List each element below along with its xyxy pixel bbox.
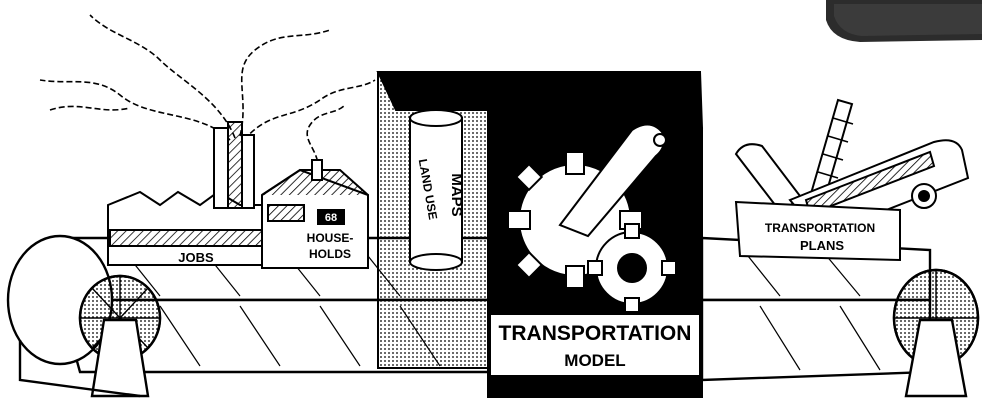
maps-label: MAPS bbox=[448, 173, 465, 216]
lever-arm bbox=[558, 123, 665, 238]
households-label-line2: HOLDS bbox=[309, 247, 351, 261]
house-number: 68 bbox=[325, 212, 337, 224]
plans-label-line1: TRANSPORTATION bbox=[765, 221, 875, 235]
transportation-model-box: TRANSPORTATION MODEL bbox=[376, 71, 704, 398]
households-house: 68 HOUSE- HOLDS bbox=[261, 159, 369, 269]
jobs-label: JOBS bbox=[178, 250, 214, 265]
right-conveyor bbox=[700, 236, 980, 398]
model-label-line1: TRANSPORTATION bbox=[499, 322, 692, 345]
dark-device-corner bbox=[826, 0, 982, 42]
households-label-line1: HOUSE- bbox=[307, 231, 354, 245]
smoke-plumes bbox=[39, 14, 376, 171]
jobs-factory: JOBS bbox=[107, 121, 273, 266]
transportation-plans-crate: TRANSPORTATION PLANS bbox=[734, 98, 970, 262]
plans-label-line2: PLANS bbox=[800, 238, 844, 253]
small-gear-icon bbox=[587, 223, 677, 313]
land-use-maps-roll: LAND USE MAPS bbox=[377, 71, 489, 369]
model-label-line2: MODEL bbox=[564, 351, 625, 370]
